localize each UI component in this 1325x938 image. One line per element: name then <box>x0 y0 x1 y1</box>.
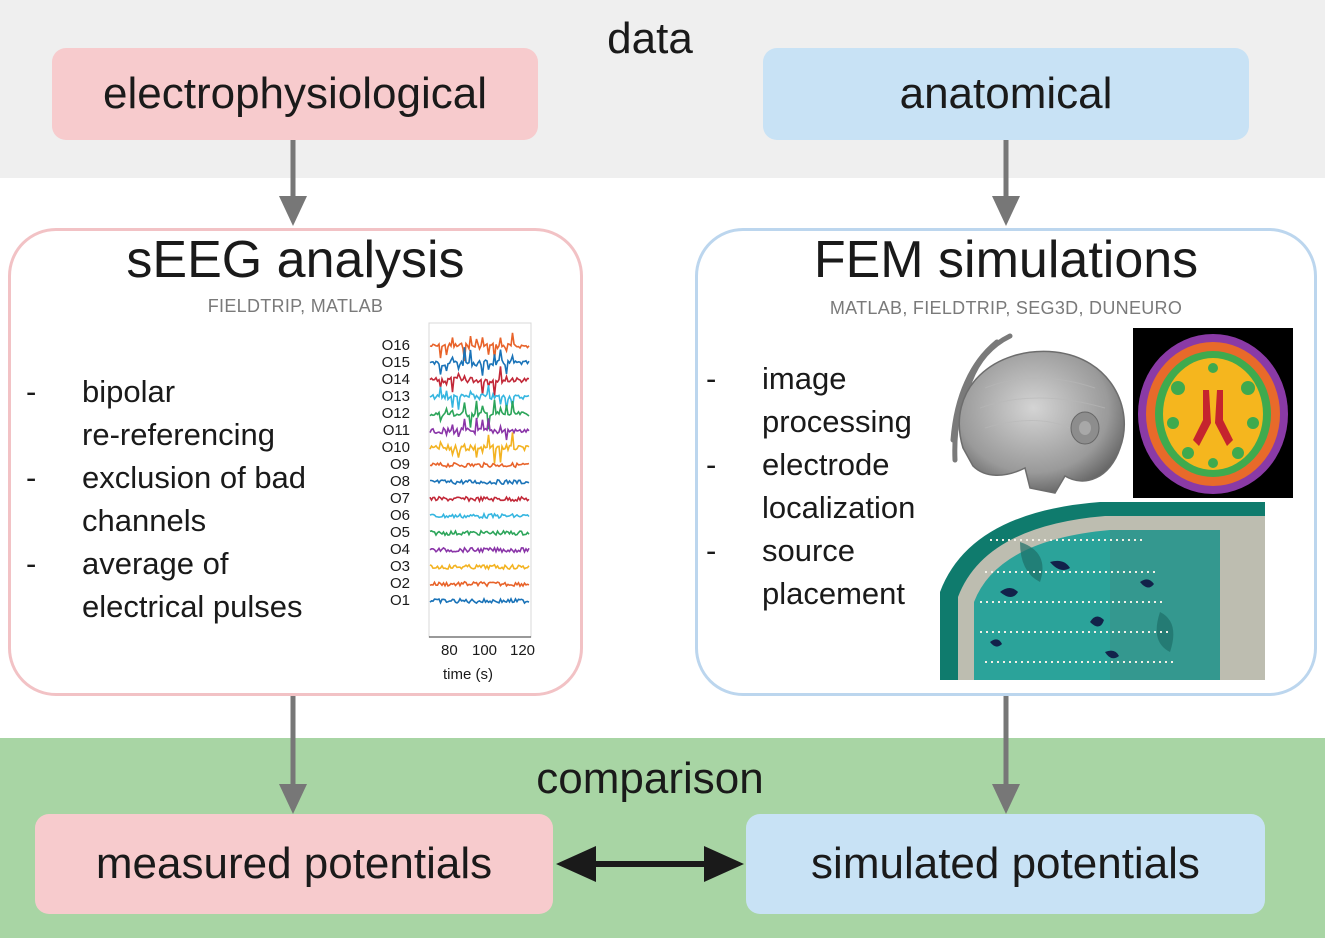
seeg-step-1-line-2: re-referencing <box>82 417 275 452</box>
electrophysiological-label: electrophysiological <box>103 69 487 118</box>
fem-step-1-line-2: processing <box>762 404 912 439</box>
fem-step-3-line-1: source <box>762 533 856 568</box>
fem-step-2-line-1: electrode <box>762 447 890 482</box>
channel-label: O11 <box>382 422 410 439</box>
trace-O9 <box>429 461 530 469</box>
trace-O2 <box>429 580 530 588</box>
electrophysiological-box: electrophysiological <box>52 48 538 140</box>
simulated-potentials-label: simulated potentials <box>811 839 1200 888</box>
channel-labels: O16 O15 O14 O13 O12 O11 O10 O9 O8 O7 O6 … <box>370 338 420 628</box>
trace-O11 <box>429 417 530 441</box>
bullet-dash: - <box>706 361 717 396</box>
trace-O12 <box>429 399 530 430</box>
channel-label: O12 <box>381 405 410 422</box>
comparison-title: comparison <box>536 754 764 803</box>
trace-O4 <box>429 545 530 554</box>
channel-label: O16 <box>381 337 410 354</box>
channel-label: O14 <box>381 371 410 388</box>
fem-step-2-line-2: localization <box>762 490 916 525</box>
trace-O15 <box>429 347 530 376</box>
seeg-title: sEEG analysis <box>126 231 465 289</box>
fem-step-3-line-2: placement <box>762 576 906 611</box>
channel-label: O3 <box>389 558 410 575</box>
head-mesh-image <box>950 333 1125 494</box>
seeg-step-3: - average of electrical pulses <box>26 542 306 628</box>
trace-O13 <box>429 384 530 410</box>
channel-label: O6 <box>389 507 410 524</box>
fem-step-1: - image processing <box>706 357 915 443</box>
channel-label: O4 <box>389 541 410 558</box>
channel-label: O9 <box>389 456 410 473</box>
bullet-dash: - <box>706 533 717 568</box>
trace-O6 <box>429 511 530 520</box>
measured-potentials-box: measured potentials <box>35 814 553 914</box>
seeg-traces-plot <box>428 322 532 638</box>
arrow-fem-to-simulated <box>992 696 1020 814</box>
channel-label: O8 <box>389 473 410 490</box>
arrow-anatomical-to-fem <box>992 140 1020 226</box>
bullet-dash: - <box>26 374 37 409</box>
fem-mesh-image <box>940 502 1265 680</box>
anatomical-label: anatomical <box>899 69 1113 118</box>
double-arrow-compare <box>556 846 744 882</box>
xaxis-label: time (s) <box>443 666 493 683</box>
channel-label: O15 <box>381 354 410 371</box>
trace-O16 <box>429 332 530 362</box>
measured-potentials-label: measured potentials <box>95 839 493 888</box>
channel-label: O7 <box>389 490 410 507</box>
seeg-step-2: - exclusion of bad channels <box>26 456 306 542</box>
fem-steps: - image processing - electrode localizat… <box>706 357 915 615</box>
seeg-step-2-line-1: exclusion of bad <box>82 460 307 495</box>
fem-step-2: - electrode localization <box>706 443 915 529</box>
channel-label: O10 <box>381 439 410 456</box>
seeg-tools: FIELDTRIP, MATLAB <box>207 296 384 316</box>
bullet-dash: - <box>26 546 37 581</box>
seeg-step-3-line-1: average of <box>82 546 229 581</box>
trace-O3 <box>429 563 530 571</box>
seeg-panel <box>8 228 583 696</box>
seeg-step-1: - bipolar re-referencing <box>26 370 306 456</box>
seeg-step-3-line-2: electrical pulses <box>82 589 303 624</box>
trace-O14 <box>429 366 530 396</box>
arrow-seeg-to-measured <box>279 696 307 814</box>
arrow-electrophys-to-seeg <box>279 140 307 226</box>
trace-O10 <box>429 432 530 464</box>
trace-O5 <box>429 529 530 537</box>
seeg-step-2-line-2: channels <box>82 503 207 538</box>
seeg-steps: - bipolar re-referencing - exclusion of … <box>26 370 306 628</box>
channel-label: O1 <box>389 592 410 609</box>
channel-label: O13 <box>381 388 410 405</box>
channel-label: O5 <box>389 524 410 541</box>
trace-O8 <box>430 478 530 486</box>
segmentation-image <box>1133 328 1293 498</box>
channel-label: O2 <box>389 575 410 592</box>
traces-group <box>429 332 530 605</box>
data-title: data <box>607 14 693 63</box>
fem-step-3: - source placement <box>706 529 915 615</box>
trace-O7 <box>429 495 530 504</box>
fem-step-1-line-1: image <box>762 361 847 396</box>
simulated-potentials-box: simulated potentials <box>746 814 1265 914</box>
trace-O1 <box>429 596 530 605</box>
bullet-dash: - <box>706 447 717 482</box>
anatomical-box: anatomical <box>763 48 1249 140</box>
fem-tools: MATLAB, FIELDTRIP, SEG3D, DUNEURO <box>829 298 1183 318</box>
bullet-dash: - <box>26 460 37 495</box>
xtick-80: 80 <box>441 642 458 659</box>
xtick-100: 100 <box>472 642 498 659</box>
xtick-120: 120 <box>510 642 536 659</box>
fem-title: FEM simulations <box>813 231 1199 289</box>
seeg-step-1-line-1: bipolar <box>82 374 176 409</box>
